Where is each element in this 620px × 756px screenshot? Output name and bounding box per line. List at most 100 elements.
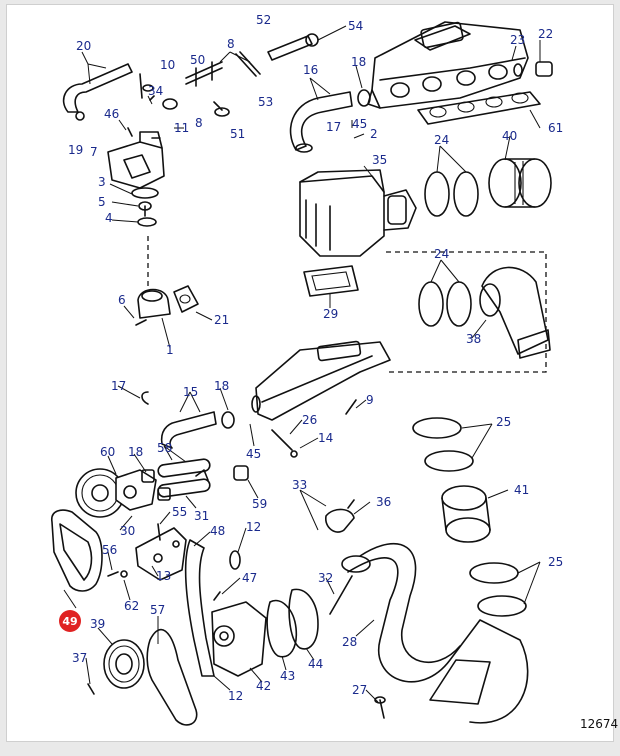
dashed-outline: [386, 251, 547, 373]
callout-54: 54: [348, 19, 363, 33]
callout-16: 16: [303, 63, 318, 77]
bracket-13: [135, 527, 187, 581]
gasket-29: [303, 265, 359, 297]
callout-36: 36: [376, 495, 391, 509]
callout-labels: 20 10 50 8 52 54 22 23 18 16 34 46 53 8 …: [68, 13, 563, 703]
hose-clamps-24-lower: [418, 281, 472, 327]
hoses-58-31: [157, 458, 211, 498]
thermostat-housing-7: [107, 131, 165, 189]
callout-22: 22: [538, 27, 553, 41]
pump-30: [115, 469, 157, 511]
fitting-36: [325, 499, 355, 533]
callout-42: 42: [256, 679, 271, 693]
callout-51: 51: [230, 127, 245, 141]
manifold-gasket: [417, 91, 541, 125]
callout-12: 12: [246, 520, 261, 534]
callout-32: 32: [318, 571, 333, 585]
callout-23: 23: [510, 33, 525, 47]
callout-28: 28: [342, 635, 357, 649]
callout-8b: 8: [195, 116, 203, 130]
callout-37: 37: [72, 651, 87, 665]
callout-20: 20: [76, 39, 91, 53]
hose-16: [289, 89, 371, 153]
callout-18b: 18: [214, 379, 229, 393]
callout-14: 14: [318, 431, 333, 445]
callout-17b: 17: [111, 379, 126, 393]
callout-18: 18: [351, 55, 366, 69]
callout-11: 11: [174, 121, 189, 135]
callout-19: 19: [68, 143, 83, 157]
highlighted-callout-49[interactable]: 49: [59, 610, 81, 632]
callout-2: 2: [370, 127, 378, 141]
housing-1: [137, 288, 171, 319]
callout-27: 27: [352, 683, 367, 697]
callout-59: 59: [252, 497, 267, 511]
callout-56: 56: [102, 543, 117, 557]
exhaust-elbow-38: [479, 266, 551, 359]
callout-8: 8: [227, 37, 235, 51]
exhaust-elbow: [299, 169, 417, 257]
leader-lines: [63, 25, 541, 703]
callout-44: 44: [308, 657, 323, 671]
callout-39: 39: [90, 617, 105, 631]
bolts-37-27: [87, 683, 386, 719]
hose-clamps-24-upper: [424, 171, 479, 217]
callout-50: 50: [190, 53, 205, 67]
callout-26: 26: [302, 413, 317, 427]
callout-12b: 12: [228, 689, 243, 703]
callout-18c: 18: [128, 445, 143, 459]
callout-13: 13: [156, 569, 171, 583]
callout-55: 55: [172, 505, 187, 519]
callout-5: 5: [98, 195, 106, 209]
callout-60: 60: [100, 445, 115, 459]
callout-40: 40: [502, 129, 517, 143]
callout-21: 21: [214, 313, 229, 327]
bellows-41: [441, 485, 491, 543]
belt-49: [51, 509, 103, 592]
water-pump-42: [211, 591, 267, 677]
exhaust-pipe-28: [341, 542, 529, 724]
callout-35: 35: [372, 153, 387, 167]
callout-47: 47: [242, 571, 257, 585]
callout-34: 34: [148, 84, 163, 98]
callout-6: 6: [118, 293, 126, 307]
hose-15: [141, 391, 235, 449]
callout-9: 9: [366, 393, 374, 407]
hose-20: [62, 63, 133, 113]
callout-10: 10: [160, 58, 175, 72]
callout-17: 17: [326, 120, 341, 134]
callout-7: 7: [90, 145, 98, 159]
thermostat-parts: [131, 187, 159, 227]
callout-24: 24: [434, 133, 449, 147]
callout-49: 49: [62, 615, 77, 628]
callout-58: 58: [157, 441, 172, 455]
hose-clamps-25-lower: [469, 562, 527, 617]
callout-33: 33: [292, 478, 307, 492]
callout-61: 61: [548, 121, 563, 135]
screws-55-56-62: [107, 523, 161, 578]
exhaust-manifold-lower: [251, 340, 391, 421]
callout-3: 3: [98, 175, 106, 189]
figure-number: 12674: [580, 717, 618, 731]
callout-45b: 45: [246, 447, 261, 461]
pin-32: [329, 575, 353, 615]
gasket-21: [173, 285, 199, 313]
small-fittings-upper: [75, 33, 319, 326]
callout-46: 46: [104, 107, 119, 121]
highlight-marker-icon: [59, 610, 81, 632]
callout-4: 4: [105, 211, 113, 225]
callout-31: 31: [194, 509, 209, 523]
callout-25: 25: [496, 415, 511, 429]
gaskets-43-44: [266, 588, 319, 658]
callout-43: 43: [280, 669, 295, 683]
bellows-40: [488, 158, 552, 208]
callout-24b: 24: [434, 247, 449, 261]
callout-48: 48: [210, 524, 225, 538]
callout-45: 45: [352, 117, 367, 131]
pulley-60: [75, 468, 125, 518]
callout-25b: 25: [548, 555, 563, 569]
pulley-39: [103, 639, 145, 689]
callout-38: 38: [466, 332, 481, 346]
callout-29: 29: [323, 307, 338, 321]
